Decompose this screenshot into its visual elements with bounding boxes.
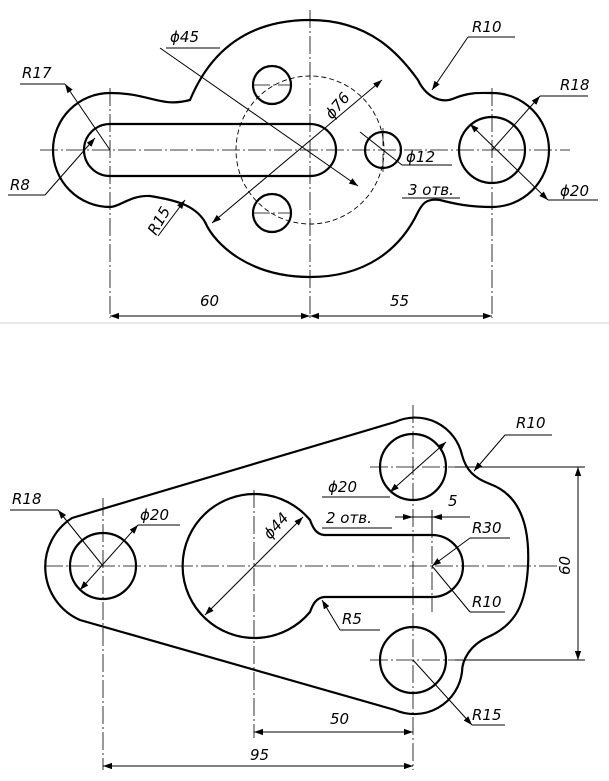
label-d12: ϕ12 bbox=[406, 148, 435, 166]
label-95: 95 bbox=[250, 746, 269, 764]
dim-r17-line bbox=[64, 83, 111, 151]
label-60: 60 bbox=[200, 292, 219, 310]
dim-r18-line bbox=[491, 95, 541, 151]
label-50: 50 bbox=[330, 710, 349, 728]
bottom-lower-hole bbox=[378, 625, 448, 695]
label-r15-bottom: R15 bbox=[472, 706, 502, 724]
dim-d44-line bbox=[204, 516, 304, 616]
bottom-top-hole bbox=[378, 432, 448, 502]
dim-r5-line bbox=[321, 599, 341, 631]
dim-d12-leader bbox=[359, 131, 403, 166]
label-d20-left: ϕ20 bbox=[140, 506, 169, 524]
dim-d20-right-line bbox=[389, 441, 447, 493]
label-d44: ϕ44 bbox=[260, 509, 293, 543]
label-d45: ϕ45 bbox=[170, 28, 199, 46]
label-r18-bottom: R18 bbox=[12, 490, 42, 508]
label-r30: R30 bbox=[472, 519, 502, 537]
dim-d20-left-line bbox=[79, 524, 139, 591]
bottom-keyhole-cutout bbox=[181, 492, 465, 640]
label-r10-slot: R10 bbox=[472, 593, 502, 611]
label-r17: R17 bbox=[22, 64, 52, 82]
label-d20: ϕ20 bbox=[560, 182, 589, 200]
bottom-outer-contour bbox=[44, 416, 530, 716]
label-r10: R10 bbox=[472, 18, 502, 36]
dim-r10-top-line bbox=[473, 434, 506, 472]
top-view: ϕ45 R10 R17 R18 ϕ76 R8 ϕ12 3 отв. R15 ϕ2… bbox=[8, 10, 598, 320]
dim-r15-line bbox=[412, 659, 473, 726]
label-holes-bottom: 2 отв. bbox=[326, 509, 372, 527]
label-d20-right: ϕ20 bbox=[328, 478, 357, 496]
dim-r10-slot-line bbox=[431, 565, 471, 613]
label-r5: R5 bbox=[342, 610, 362, 628]
label-r8: R8 bbox=[10, 176, 30, 194]
label-55: 55 bbox=[390, 292, 409, 310]
dim-r15-line bbox=[157, 199, 186, 237]
dim-d20-line bbox=[469, 123, 549, 201]
label-r10-top: R10 bbox=[516, 414, 546, 432]
label-holes: 3 отв. bbox=[408, 181, 454, 199]
dim-r10-line bbox=[431, 36, 469, 91]
label-d76: ϕ76 bbox=[321, 89, 353, 123]
dim-5-arrow-right bbox=[432, 514, 442, 520]
dim-r8-line bbox=[44, 137, 96, 196]
dim-r30-line bbox=[431, 537, 471, 567]
top-outer-contour bbox=[51, 18, 551, 279]
dim-5-arrow-left bbox=[403, 514, 413, 520]
dim-d76-line bbox=[211, 79, 383, 224]
label-r18: R18 bbox=[560, 76, 590, 94]
dim-r18-line bbox=[57, 509, 104, 567]
label-h60: 60 bbox=[556, 556, 574, 575]
label-5: 5 bbox=[448, 492, 458, 510]
bottom-view: R10 R18 ϕ20 2 отв. ϕ20 ϕ44 5 R30 60 R10 … bbox=[10, 405, 585, 770]
